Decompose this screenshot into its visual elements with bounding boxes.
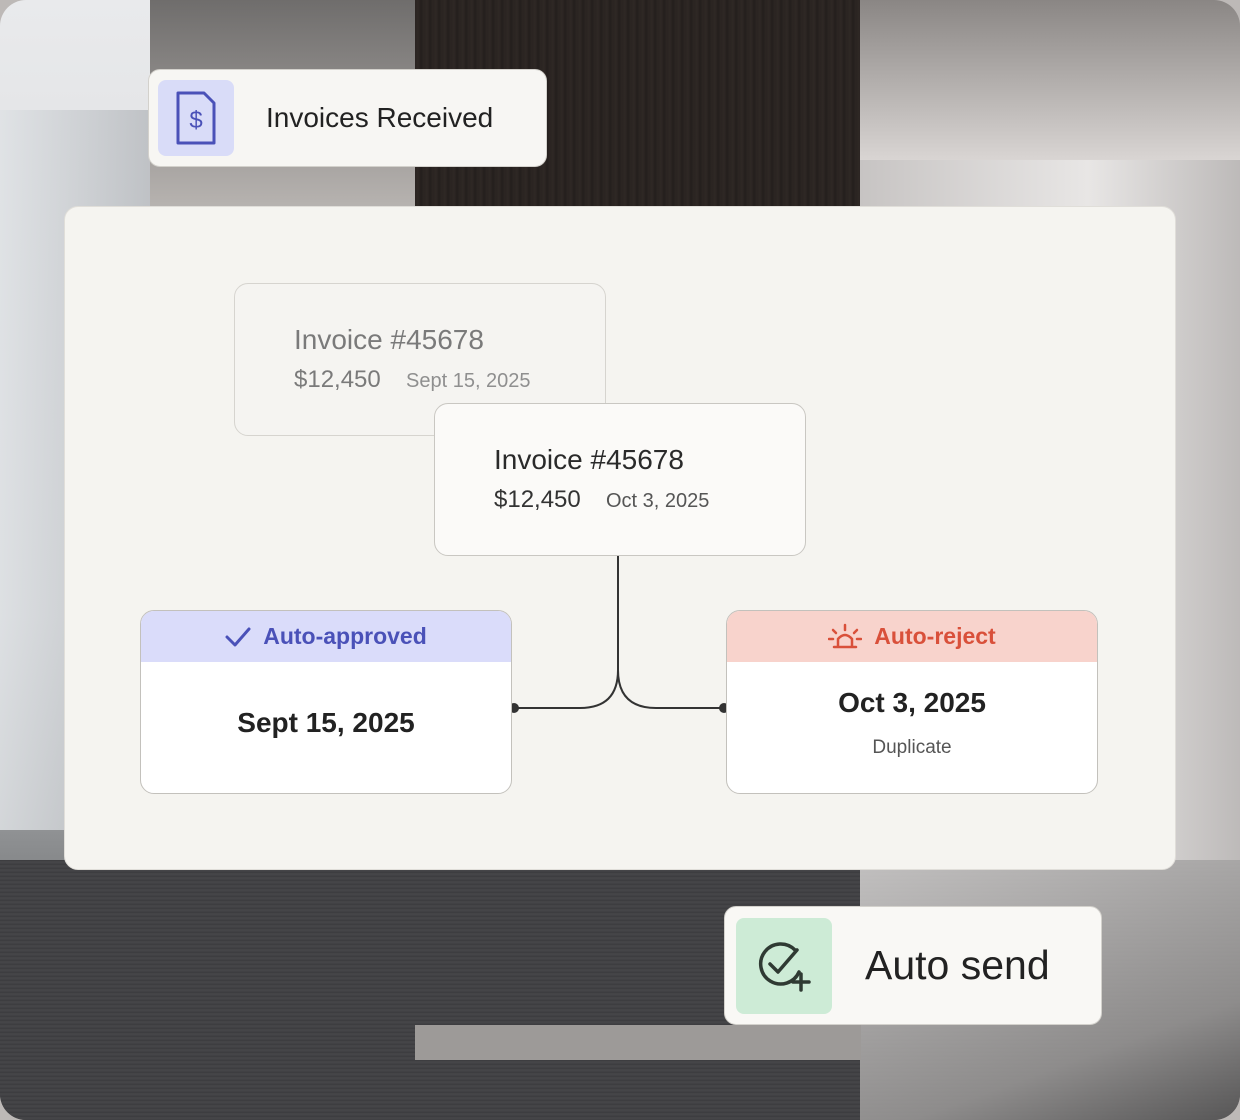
auto-reject-header: Auto-reject: [727, 611, 1097, 662]
checkmark-icon: [225, 627, 251, 646]
invoice-date: Sept 15, 2025: [406, 370, 531, 392]
invoice-dollar-icon: $: [158, 80, 234, 156]
invoices-received-tag: $ Invoices Received: [148, 69, 547, 167]
approved-date: Sept 15, 2025: [237, 707, 415, 738]
reject-reason: Duplicate: [872, 737, 952, 758]
rejected-date: Oct 3, 2025: [838, 687, 986, 718]
auto-approved-header: Auto-approved: [141, 611, 511, 662]
invoice-date: Oct 3, 2025: [606, 490, 710, 512]
invoice-amount: $12,450: [494, 486, 581, 513]
auto-approved-label: Auto-approved: [263, 623, 427, 649]
check-circle-plus-icon: [736, 917, 832, 1014]
auto-send-tag: Auto send: [724, 906, 1102, 1025]
auto-reject-card: Auto-reject Oct 3, 2025 Duplicate: [726, 610, 1098, 794]
invoice-title: Invoice #45678: [494, 444, 684, 475]
auto-approved-card: Auto-approved Sept 15, 2025: [140, 610, 512, 794]
invoice-card-original: Invoice #45678 $12,450 Sept 15, 2025: [234, 283, 606, 436]
svg-text:$: $: [189, 107, 202, 134]
invoice-card-duplicate: Invoice #45678 $12,450 Oct 3, 2025: [434, 403, 806, 556]
auto-reject-label: Auto-reject: [874, 623, 996, 649]
alarm-siren-icon: [828, 623, 863, 648]
invoice-amount: $12,450: [294, 366, 381, 393]
auto-send-label: Auto send: [865, 942, 1050, 988]
invoice-title: Invoice #45678: [294, 324, 484, 355]
invoices-received-label: Invoices Received: [266, 102, 494, 133]
